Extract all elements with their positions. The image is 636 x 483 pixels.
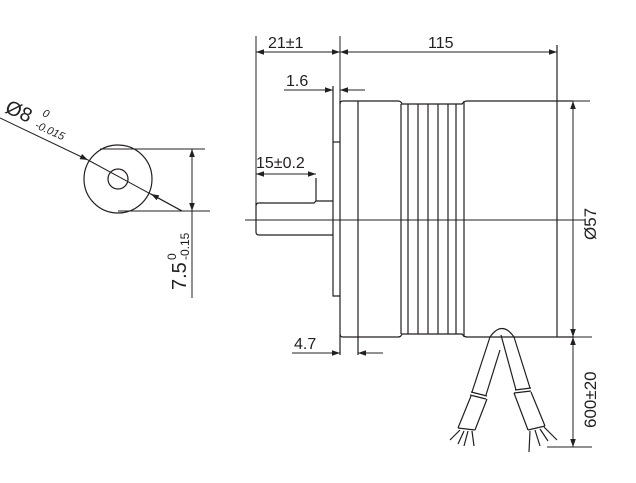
- shaft-flat-label: 7.5 0 -0.15: [165, 232, 192, 290]
- motor-body: [339, 100, 573, 105]
- shaft-center-circle: [107, 168, 129, 190]
- dim-flange-thickness: 1.6: [286, 73, 308, 90]
- svg-text:7.5: 7.5: [169, 262, 191, 290]
- dimension-lines: [255, 36, 592, 448]
- svg-text:-0.15: -0.15: [178, 232, 192, 260]
- shaft-section-view: [0, 117, 210, 298]
- dim-body-diameter: Ø57: [581, 208, 600, 240]
- dim-shaft-length: 21±1: [268, 35, 304, 52]
- svg-text:0: 0: [165, 253, 179, 260]
- dim-lead-length: 600±20: [581, 371, 600, 428]
- svg-text:0: 0: [41, 107, 52, 121]
- svg-text:-0.015: -0.015: [33, 119, 67, 143]
- svg-text:Ø8: Ø8: [2, 96, 35, 127]
- dim-flat-length: 15±0.2: [256, 155, 305, 172]
- shaft-outer-circle: [83, 144, 153, 214]
- motor-side-view: [245, 45, 585, 453]
- flange: [332, 86, 340, 297]
- dim-body-length: 115: [428, 35, 454, 52]
- lead-wires: [449, 327, 558, 453]
- shaft: [255, 203, 333, 236]
- dim-pilot-thickness: 4.7: [294, 336, 316, 353]
